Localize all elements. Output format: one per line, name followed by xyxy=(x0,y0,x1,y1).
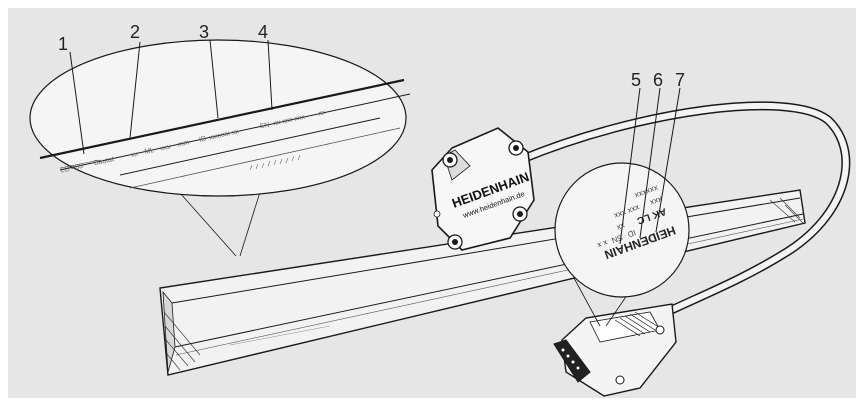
scale-field-2b: ML xyxy=(144,147,155,156)
scale-field-2c: xxx xyxy=(160,143,172,152)
callout-6: 6 xyxy=(653,70,663,90)
connector-label-line-b: xxx xyxy=(649,195,663,208)
encoder-head: HEIDENHAIN www.heidenhain.de xyxy=(431,127,535,251)
scale-field-2a: xx xyxy=(130,151,139,159)
callout-5: 5 xyxy=(631,70,641,90)
cable xyxy=(518,101,851,323)
scale-field-2d: mm xyxy=(177,139,190,148)
callout-leaders xyxy=(69,39,681,245)
scale-field-1: LC 483 xyxy=(60,163,84,175)
scale-field-4a: SN xyxy=(259,122,270,131)
scale-field-4c: xx xyxy=(318,109,327,117)
callout-7: 7 xyxy=(675,70,685,90)
scale-field-3a: ID xyxy=(199,136,207,144)
callout-1: 1 xyxy=(58,34,68,54)
scale-field-1b: Bautat xyxy=(93,156,114,167)
connector-label-id: ID xyxy=(626,228,637,239)
callout-3: 3 xyxy=(199,22,209,42)
connector xyxy=(553,303,677,397)
callout-4: 4 xyxy=(258,22,268,42)
callout-2: 2 xyxy=(130,22,140,42)
connector-label-line-a: xx xyxy=(616,221,627,232)
connector-label-xx: x x xyxy=(596,238,609,250)
